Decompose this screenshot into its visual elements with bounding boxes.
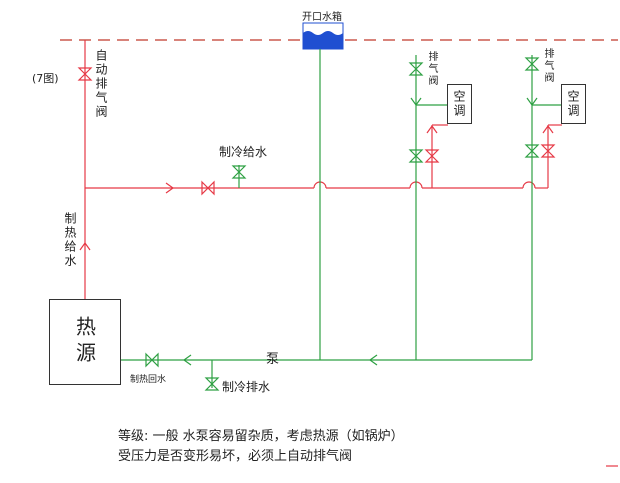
open-tank-label: 开口水箱 <box>302 12 342 23</box>
vent-valve-1-icon <box>408 62 424 76</box>
auto-vent-valve-icon <box>77 67 93 81</box>
heating-supply-label: 制热给水 <box>63 212 77 268</box>
cooling-drain-label: 制冷排水 <box>222 380 271 394</box>
supply-valve-icon <box>201 180 215 196</box>
ac2-supply-valve-icon <box>540 144 556 158</box>
ac1-return-valve-icon <box>408 149 424 163</box>
air-conditioner-2: 空调 <box>561 84 586 124</box>
air-conditioner-1: 空调 <box>447 84 472 124</box>
vent-valve-2-icon <box>524 57 540 71</box>
return-flow-arrows <box>182 97 538 366</box>
heat-source: 热源 <box>49 299 121 385</box>
pump-label: 泵 <box>266 352 280 367</box>
cooling-supply-valve-icon <box>231 165 247 179</box>
vent-valve-2-label: 排气阀 <box>542 48 553 84</box>
heat-source-label: 热源 <box>72 316 97 368</box>
ac-2-label: 空调 <box>566 90 580 118</box>
open-tank-icon <box>302 22 344 50</box>
ac1-supply-valve-icon <box>424 149 440 163</box>
figure-reference: (7图) <box>32 72 59 85</box>
cooling-supply-label: 制冷给水 <box>219 145 268 159</box>
heating-return-valve-icon <box>145 352 159 368</box>
auto-vent-valve-label: 自动排气阀 <box>94 49 108 119</box>
heating-supply-piping <box>84 40 562 300</box>
cooling-drain-valve-icon <box>204 377 220 391</box>
supply-flow-arrows <box>79 124 554 251</box>
heating-return-label: 制热回水 <box>130 375 167 385</box>
vent-valve-1-label: 排气阀 <box>426 51 437 87</box>
note-line-1: 等级: 一般 水泵容易留杂质，考虑热源（如锅炉） <box>118 429 404 444</box>
return-piping <box>120 49 562 388</box>
ac2-return-valve-icon <box>524 144 540 158</box>
ac-1-label: 空调 <box>452 90 466 118</box>
note-line-2: 受压力是否变形易坏，必须上自动排气阀 <box>118 449 353 464</box>
